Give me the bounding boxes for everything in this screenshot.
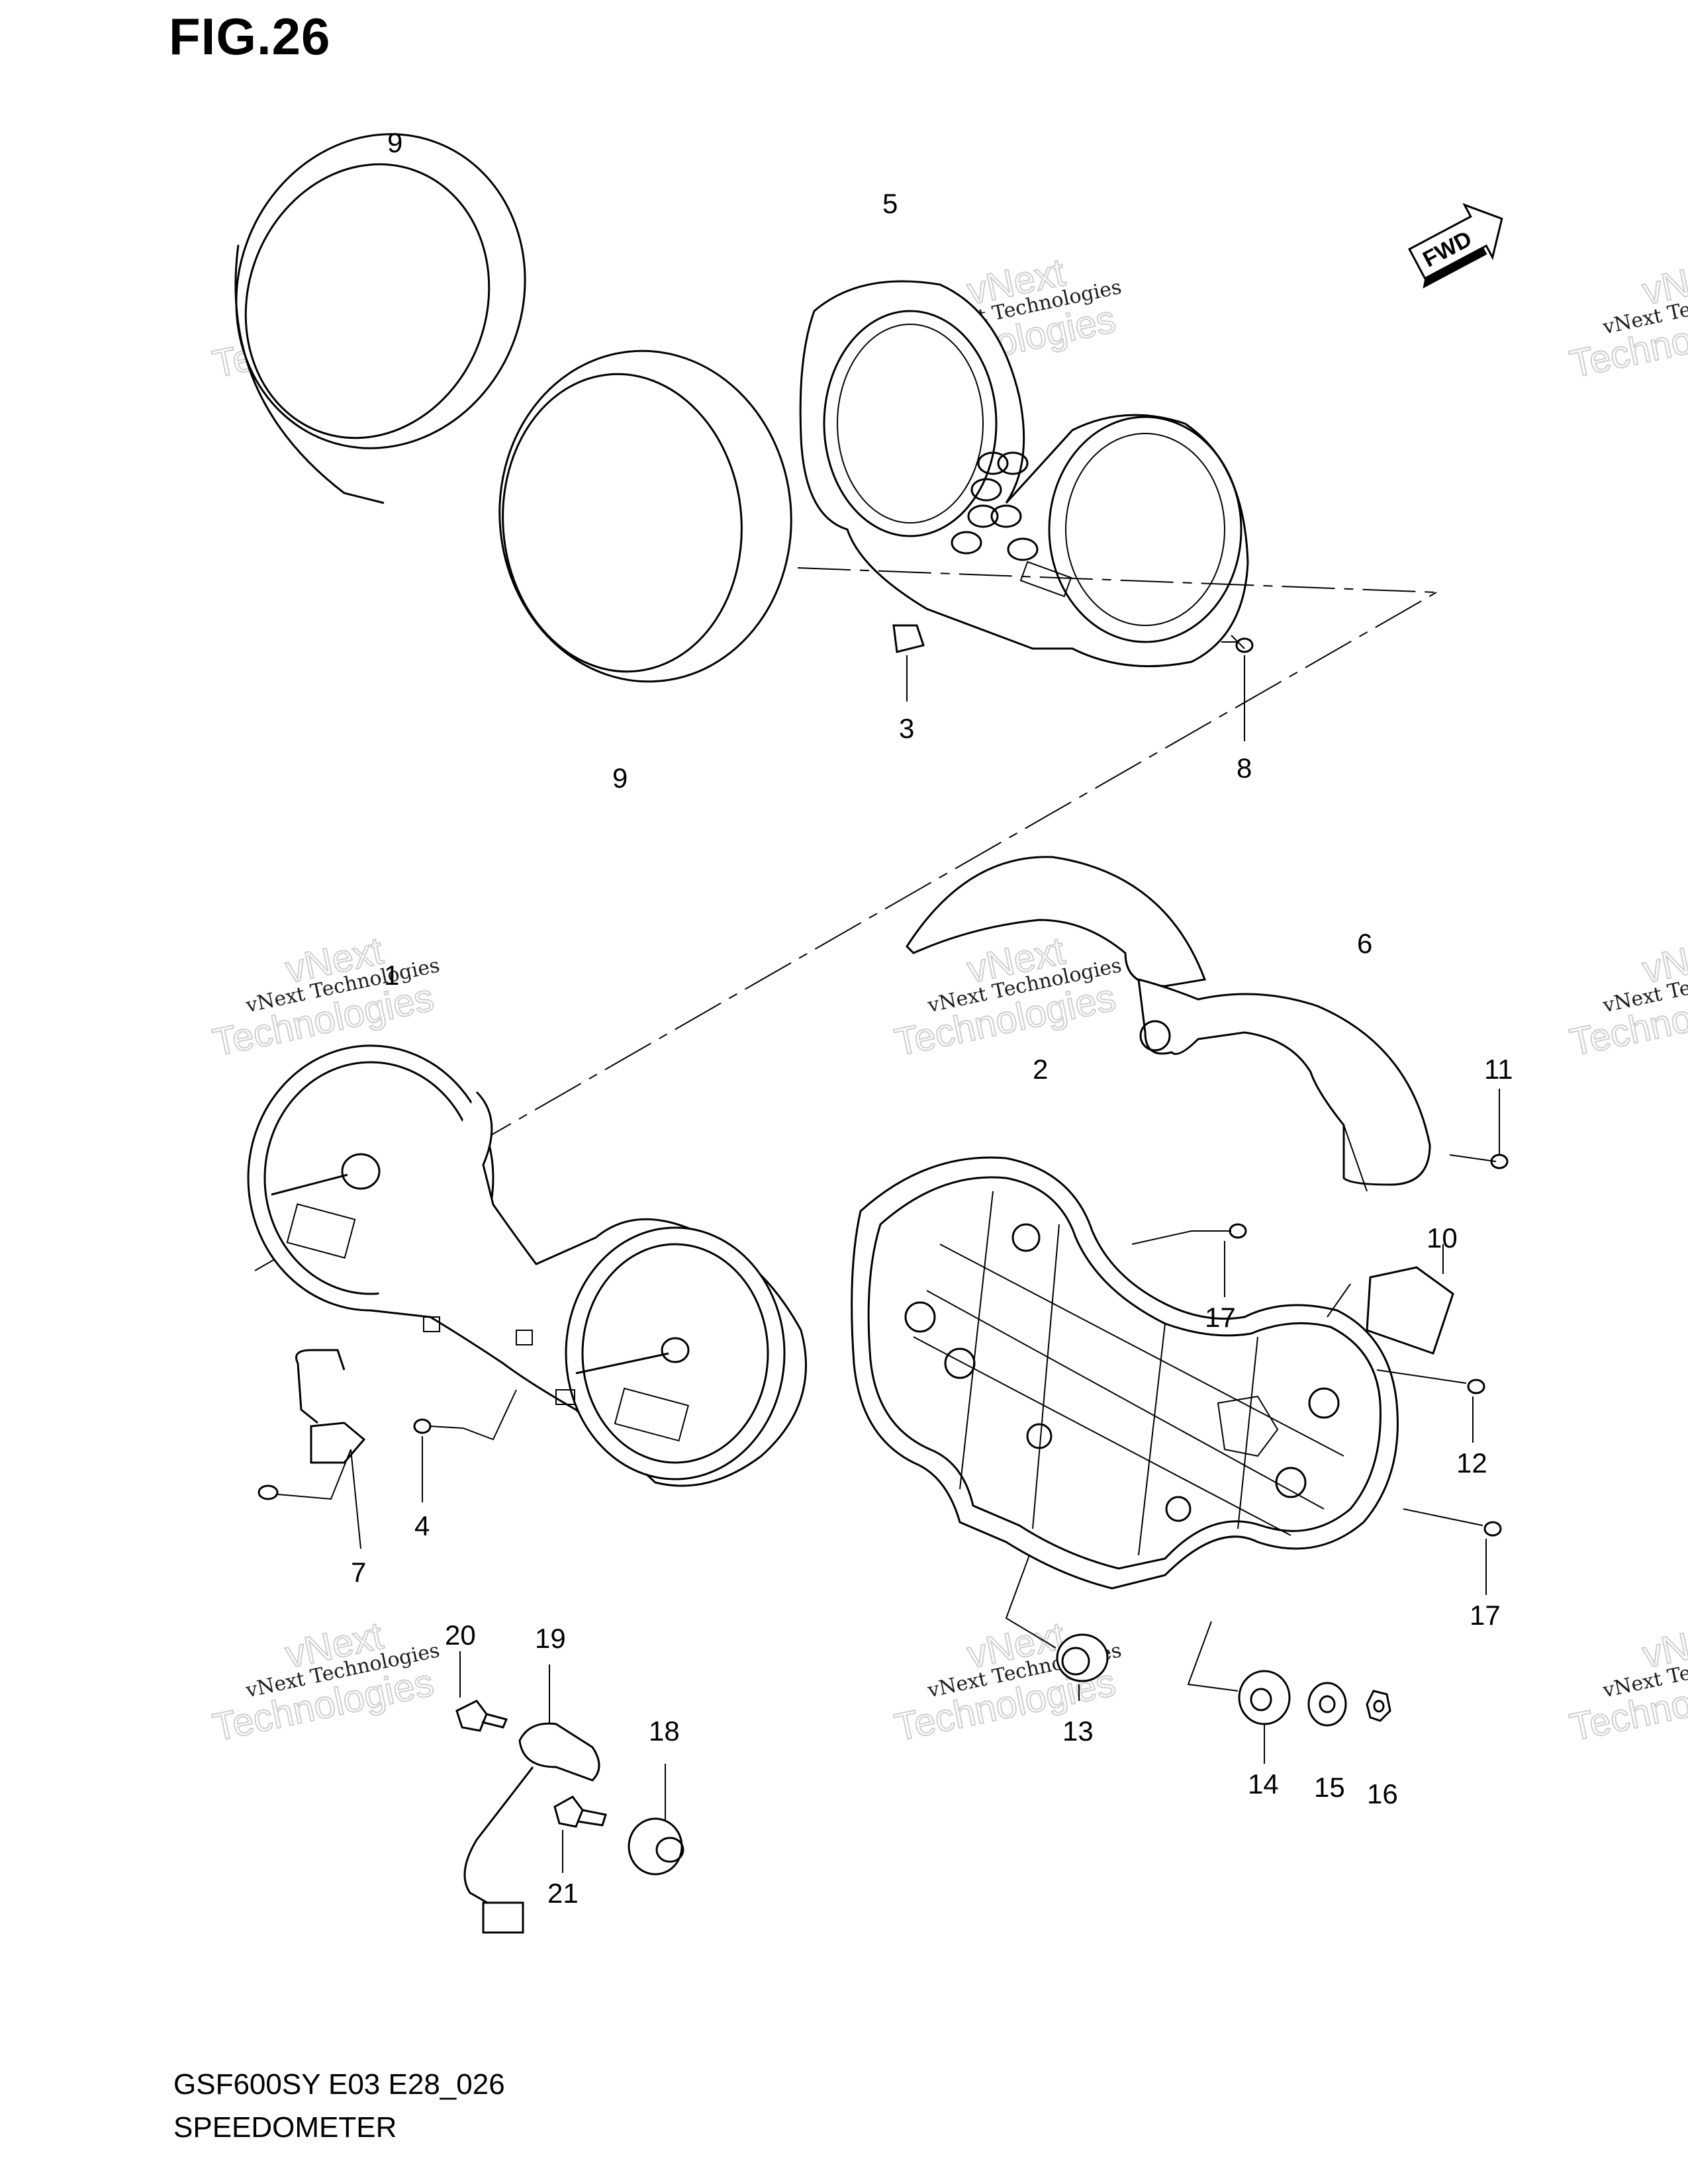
part-meter-cover-ring-rear — [234, 133, 526, 504]
part-screw-4 — [413, 1389, 517, 1502]
callout-7: 7 — [351, 1557, 366, 1588]
part-nut-16 — [1366, 1690, 1391, 1722]
part-screw-8 — [1221, 635, 1254, 741]
callout-17-upper: 17 — [1205, 1302, 1236, 1333]
callout-13: 13 — [1062, 1715, 1094, 1747]
watermark: vNext Technologies vNext Technologies — [209, 1614, 442, 1751]
callout-16: 16 — [1367, 1778, 1398, 1809]
callout-4: 4 — [414, 1510, 430, 1541]
callout-3: 3 — [899, 713, 914, 744]
callout-10: 10 — [1427, 1222, 1458, 1253]
part-indicator-lens — [892, 624, 925, 702]
part-meter-cover-ring-front — [498, 349, 792, 683]
part-meter-assembly — [247, 1044, 807, 1487]
fwd-arrow-badge: FWD — [1408, 203, 1503, 289]
part-screw-20 — [455, 1651, 508, 1732]
callout-18: 18 — [649, 1715, 680, 1747]
part-washer-15 — [1307, 1682, 1347, 1727]
part-meter-front-case — [799, 280, 1249, 668]
callout-6: 6 — [1357, 928, 1372, 959]
callout-labels: 1 2 3 4 5 6 7 8 9 9 10 11 12 13 14 15 16… — [351, 127, 1513, 1909]
part-pad — [1327, 1244, 1454, 1355]
part-screw-12 — [1376, 1369, 1485, 1443]
callout-9-bottom: 9 — [612, 762, 628, 794]
diagram-code: GSF600SY E03 E28_026 — [173, 2068, 505, 2101]
part-screw-11 — [1449, 1089, 1509, 1169]
callout-2: 2 — [1033, 1054, 1048, 1085]
part-cushion-14 — [1187, 1621, 1291, 1764]
callout-11: 11 — [1484, 1054, 1513, 1085]
callout-14: 14 — [1248, 1768, 1279, 1799]
callout-21: 21 — [547, 1878, 579, 1909]
callout-19: 19 — [535, 1623, 566, 1654]
part-screw-17-upper — [1131, 1223, 1247, 1297]
callout-20: 20 — [445, 1619, 476, 1651]
part-bulb-holder-18 — [628, 1764, 684, 1876]
diagram-name: SPEEDOMETER — [173, 2111, 397, 2144]
part-screw-17-lower — [1403, 1508, 1502, 1595]
watermark: vNext Technologies vNext Technologies — [209, 929, 442, 1066]
watermark-edge: vNext Technologies vNext Technologies — [1566, 250, 1688, 387]
part-socket-19 — [463, 1664, 600, 1934]
part-screw-21 — [553, 1796, 607, 1873]
part-meter-upper-cover — [906, 856, 1431, 1192]
callout-1: 1 — [384, 960, 399, 991]
callout-15: 15 — [1314, 1772, 1345, 1803]
callout-17-lower: 17 — [1470, 1600, 1501, 1631]
page-title: FIG.26 — [169, 7, 331, 66]
part-socket-harness — [258, 1349, 366, 1549]
part-meter-lower-case — [851, 1156, 1399, 1590]
callout-12: 12 — [1456, 1447, 1487, 1479]
callout-5: 5 — [882, 188, 898, 219]
watermark-edge: vNext Technologies vNext Technologies — [1566, 929, 1688, 1066]
callout-9-top: 9 — [387, 127, 402, 158]
part-grommet-13 — [1005, 1555, 1109, 1701]
callout-8: 8 — [1237, 752, 1252, 784]
watermark-edge: vNext Technologies vNext Technologies — [1566, 1614, 1688, 1751]
